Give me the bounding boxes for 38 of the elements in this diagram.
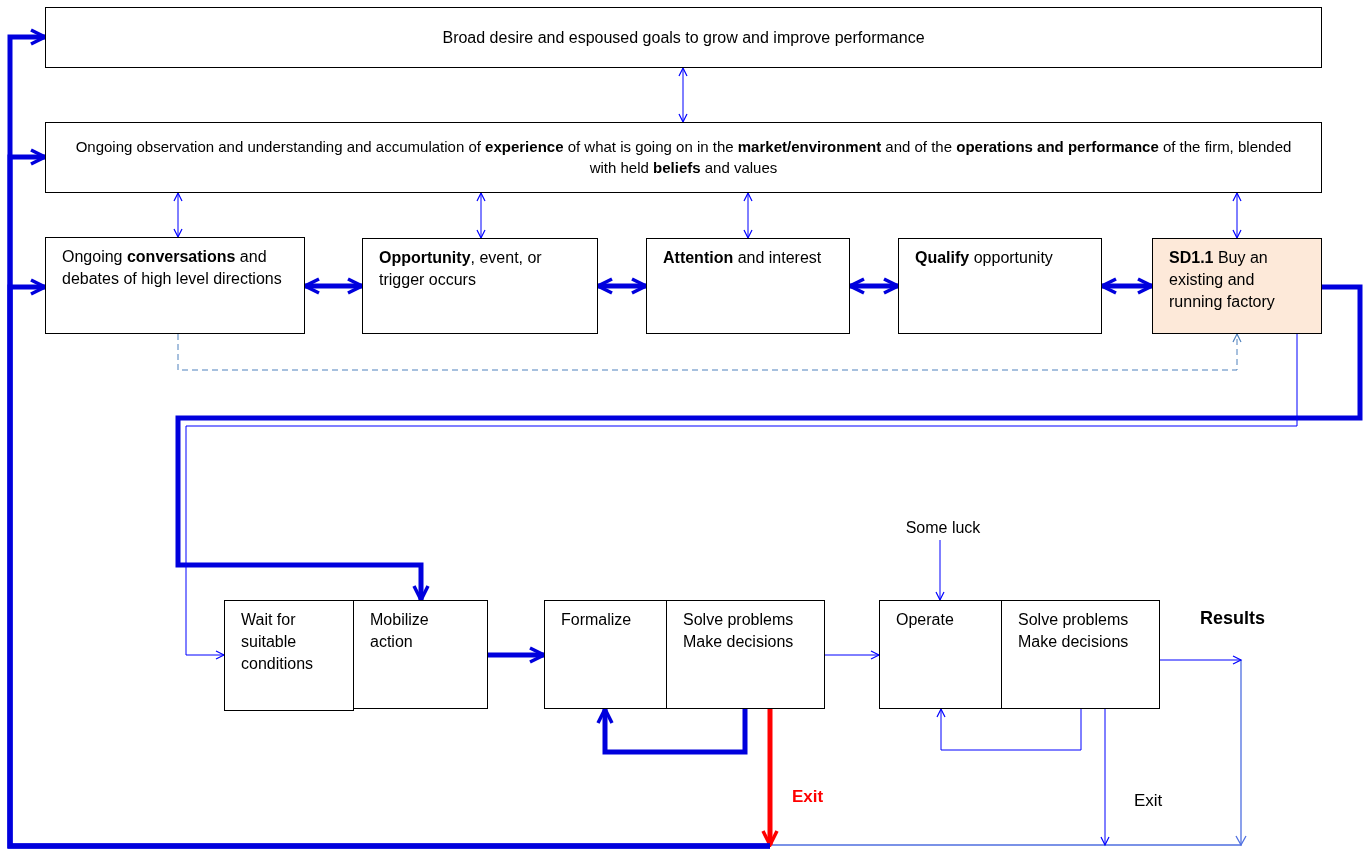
- arrow: [848, 277, 900, 295]
- process-box: Ongoing observation and understanding and accumulation of experience of what is going on in the market/environment and of the operations and performance of the firm, blended with held beliefs and values: [45, 122, 1322, 193]
- process-box: Ongoing conversations and debates of high level directions: [45, 237, 305, 334]
- arrow: [488, 646, 546, 664]
- arrow: [596, 707, 748, 755]
- process-box: Mobilize action: [353, 600, 488, 709]
- arrow: [824, 650, 880, 660]
- arrow: [173, 192, 183, 238]
- arrow: [1100, 708, 1110, 846]
- arrow: [743, 192, 753, 239]
- process-box: Attention and interest: [646, 238, 850, 334]
- edge-label: Exit: [790, 788, 826, 805]
- arrow: [1232, 192, 1242, 239]
- process-box: Operate: [879, 600, 1002, 709]
- arrow: [7, 278, 770, 849]
- process-box: Qualify opportunity: [898, 238, 1102, 334]
- arrow: [1100, 277, 1154, 295]
- process-box: Broad desire and espoused goals to grow and improve performance: [45, 7, 1322, 68]
- arrow: [596, 277, 648, 295]
- process-box: Solve problems Make decisions: [1001, 600, 1160, 709]
- process-box: Opportunity, event, or trigger occurs: [362, 238, 598, 334]
- arrow: [185, 333, 1298, 660]
- arrow: [935, 539, 945, 601]
- process-box: Wait for suitable conditions: [224, 600, 354, 711]
- process-box: Solve problems Make decisions: [666, 600, 825, 709]
- text-label: Some luck: [880, 516, 1006, 540]
- edge-label: Exit: [1132, 792, 1165, 809]
- arrow: [1159, 655, 1242, 665]
- arrow: [303, 277, 364, 295]
- arrow: [678, 67, 688, 123]
- process-box: SD1.1 Buy an existing and running factory: [1152, 238, 1322, 334]
- process-box: Formalize: [544, 600, 667, 709]
- results-label: Results: [1200, 609, 1266, 627]
- arrow: [175, 284, 1363, 602]
- arrow: [177, 333, 1242, 371]
- arrow: [761, 709, 779, 847]
- arrow: [936, 708, 1082, 751]
- arrow: [476, 192, 486, 239]
